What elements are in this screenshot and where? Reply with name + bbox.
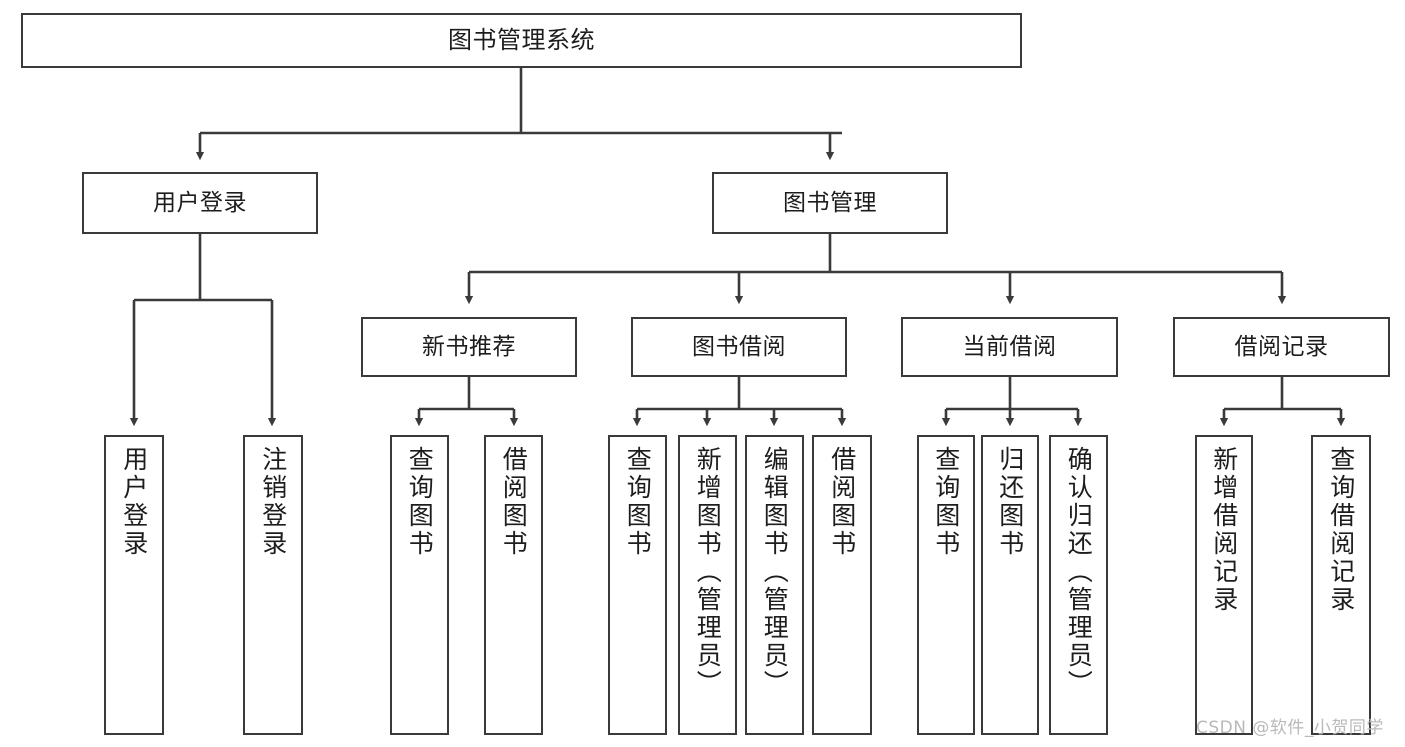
leaf-edit-book-admin[interactable]: 编辑图书（管理员） [745, 435, 804, 735]
leaf-user-login[interactable]: 用户登录 [104, 435, 164, 735]
node-label: 图书管理系统 [448, 25, 595, 54]
node-label: 新增借阅记录 [1209, 446, 1239, 614]
node-label: 借阅图书 [827, 446, 857, 558]
node-label: 注销登录 [258, 446, 288, 558]
node-label: 借阅记录 [1234, 333, 1329, 360]
node-book-manage[interactable]: 图书管理 [712, 172, 948, 234]
node-label: 当前借阅 [962, 333, 1057, 360]
node-label: 查询图书 [623, 446, 653, 558]
node-label: 归还图书 [995, 446, 1025, 558]
node-label: 用户登录 [119, 446, 149, 558]
node-current-borrow[interactable]: 当前借阅 [901, 317, 1118, 377]
node-label: 新增图书（管理员） [693, 446, 723, 698]
node-root-library-system[interactable]: 图书管理系统 [21, 13, 1022, 68]
leaf-query-book-recommend[interactable]: 查询图书 [390, 435, 449, 735]
leaf-return-book[interactable]: 归还图书 [981, 435, 1039, 735]
leaf-confirm-return-admin[interactable]: 确认归还（管理员） [1049, 435, 1108, 735]
node-book-borrow[interactable]: 图书借阅 [631, 317, 847, 377]
leaf-add-borrow-record[interactable]: 新增借阅记录 [1195, 435, 1253, 735]
node-label: 图书借阅 [692, 333, 786, 360]
node-label: 新书推荐 [422, 333, 516, 360]
node-borrow-record[interactable]: 借阅记录 [1173, 317, 1390, 377]
node-label: 查询图书 [405, 446, 435, 558]
csdn-watermark: CSDN @软件_小贺同学 [1196, 718, 1384, 738]
leaf-query-book-borrow[interactable]: 查询图书 [608, 435, 667, 735]
leaf-borrow-book[interactable]: 借阅图书 [812, 435, 872, 735]
leaf-query-book-current[interactable]: 查询图书 [917, 435, 975, 735]
leaf-query-borrow-record[interactable]: 查询借阅记录 [1311, 435, 1371, 735]
node-label: 编辑图书（管理员） [760, 446, 790, 698]
node-label: 图书管理 [783, 189, 877, 216]
node-label: 确认归还（管理员） [1064, 446, 1094, 698]
leaf-add-book-admin[interactable]: 新增图书（管理员） [678, 435, 737, 735]
leaf-user-logout[interactable]: 注销登录 [243, 435, 303, 735]
node-label: 用户登录 [153, 189, 247, 216]
node-label: 查询图书 [931, 446, 961, 558]
node-label: 查询借阅记录 [1326, 446, 1356, 614]
node-new-book-recommend[interactable]: 新书推荐 [361, 317, 577, 377]
node-user-login[interactable]: 用户登录 [82, 172, 318, 234]
node-label: 借阅图书 [499, 446, 529, 558]
leaf-borrow-book-recommend[interactable]: 借阅图书 [484, 435, 543, 735]
